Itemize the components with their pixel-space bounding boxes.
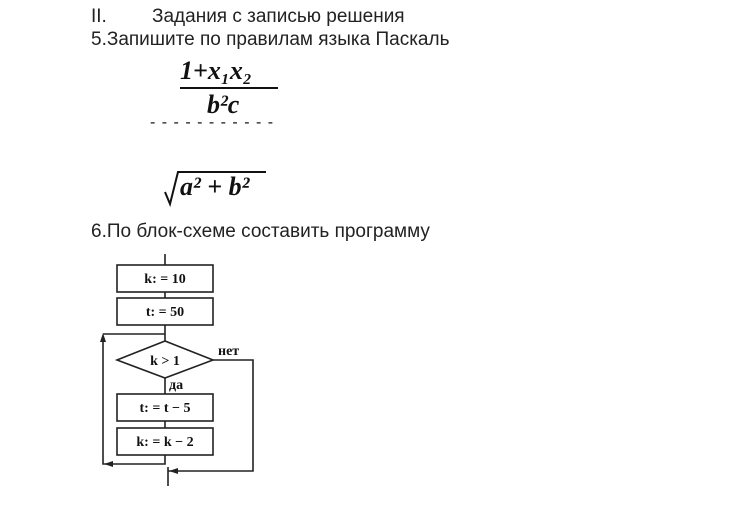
formula1-numerator: 1+x₁x₂ (180, 56, 252, 85)
box4-text: k: = k − 2 (136, 435, 193, 450)
box3-text: t: = t − 5 (140, 401, 191, 416)
yes-label: да (169, 378, 183, 393)
fraction-bar (180, 87, 278, 89)
formula1-denominator: b²c (207, 90, 240, 119)
separator: - - - - - - - - - - - (150, 114, 275, 131)
section-title: Задания с записью решения (152, 6, 405, 27)
no-label: нет (218, 344, 239, 359)
sqrt-sign-icon (164, 171, 266, 208)
task6-text: 6.По блок-схеме составить программу (91, 221, 430, 242)
task5-text: 5.Запишите по правилам языка Паскаль (91, 29, 450, 50)
section-number: II. (91, 6, 107, 27)
formula2-radicand: a² + b² (180, 172, 250, 201)
box1-text: k: = 10 (144, 272, 185, 287)
box2-text: t: = 50 (146, 305, 184, 320)
condition-text: k > 1 (150, 354, 180, 369)
